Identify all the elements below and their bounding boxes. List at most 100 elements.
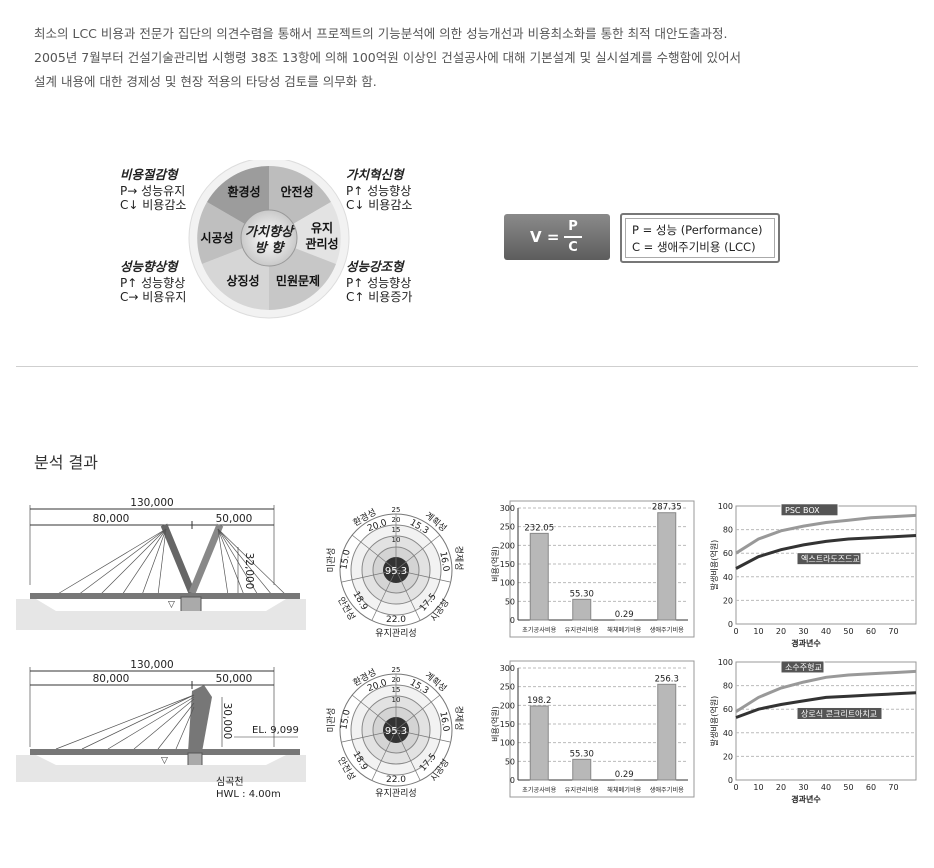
value-wheel: 가치향상 방 향 환경성 안전성 유지 관리성 민원문제 상징성 시공성 (188, 160, 350, 319)
series-label: PSC BOX (785, 506, 820, 515)
quadrant-title: 가치혁신형 (346, 167, 404, 182)
y-tick-label: 300 (500, 664, 515, 673)
series-line (735, 691, 917, 719)
series-label-box (780, 503, 839, 517)
dim-left: 80,000 (93, 513, 130, 525)
bar-value-label: 55.30 (570, 749, 594, 759)
quadrant-performance-improve: 성능향상형 P↑ 성능향상 C→ 비용유지 (120, 259, 187, 305)
y-tick-label: 50 (505, 757, 515, 766)
formula-numerator: P (568, 219, 578, 234)
bar-chart-2: 050100150200250300비용(억원)198.2초기공사비용55.30… (490, 660, 695, 798)
ground (16, 599, 306, 630)
x-tick-label: 10 (753, 783, 763, 792)
wheel-segment (197, 202, 269, 264)
quadrant-title: 성능강조형 (346, 259, 404, 274)
quadrant-title: 성능향상형 (120, 259, 178, 274)
radar-ring-label: 25 (392, 666, 401, 674)
y-tick-label: 150 (500, 560, 515, 569)
water-level-icon: ▽ (168, 600, 175, 610)
ring-label: 시공성 (200, 231, 233, 245)
bar-value-label: 287.35 (652, 503, 682, 513)
radar-axis-label: 경제성 (453, 546, 465, 571)
x-tick-label: 생애주기비용 (650, 786, 684, 794)
pylon-right (188, 523, 224, 595)
bar-value-label: 232.05 (524, 523, 554, 533)
radar-value-label: 16.0 (437, 711, 450, 733)
series-label-box (796, 552, 862, 566)
y-tick-label: 60 (723, 705, 733, 714)
y-tick-label: 300 (500, 504, 515, 513)
value-formula-box: V = P C (504, 214, 610, 260)
x-tick-label: 유지관리비용 (565, 626, 599, 634)
quadrant-performance-emphasis: 성능강조형 P↑ 성능향상 C↑ 비용증가 (346, 259, 413, 305)
radar-ring-label: 20 (392, 516, 401, 524)
x-tick-label: 20 (776, 783, 786, 792)
radar-center-value: 95.3 (385, 566, 407, 577)
y-tick-label: 50 (505, 597, 515, 606)
radar-chart-1: 95.3 25 20 15 10 환경성 계획성 경제성 시공성 유지관리성 안… (326, 506, 465, 639)
y-tick-label: 0 (728, 620, 733, 629)
bridge-drawing-1: 130,000 80,000 50,000 32,000 ▽ (16, 497, 306, 630)
formula-denominator: C (568, 240, 578, 255)
dim-right: 50,000 (216, 513, 253, 525)
center-label-1: 가치향상 (245, 224, 295, 240)
intro-line-2: 2005년 7월부터 건설기술관리법 시행령 38조 13항에 의해 100억원… (34, 50, 742, 65)
quadrant-line: P→ 성능유지 (120, 184, 186, 198)
dim-total: 130,000 (130, 497, 173, 509)
section-title: 분석 결과 (34, 453, 98, 472)
dim-height: 30,000 (221, 703, 233, 740)
quadrant-cost-reduction: 비용절감형 P→ 성능유지 C↓ 비용감소 (120, 167, 187, 213)
quadrant-title: 비용절감형 (120, 167, 178, 182)
y-tick-label: 100 (500, 579, 515, 588)
bar (572, 758, 592, 781)
quadrant-line: C↓ 비용감소 (120, 198, 187, 212)
y-tick-label: 20 (723, 752, 733, 761)
radar-spokes (341, 674, 451, 781)
ring-label: 상징성 (226, 273, 259, 288)
y-axis-label: 비용(억원) (490, 546, 500, 582)
bar-value-label: 0.29 (615, 610, 634, 620)
radar-axis-label: 미관성 (326, 548, 337, 573)
bar (657, 683, 677, 781)
x-tick-label: 70 (888, 627, 898, 636)
bar-value-label: 55.30 (570, 589, 594, 599)
hwl-label: HWL : 4.00m (216, 789, 281, 800)
plot-frame (735, 661, 917, 781)
water-level-icon: ▽ (161, 756, 168, 766)
radar-ring-label: 10 (392, 696, 401, 704)
radar-ring-label: 15 (392, 526, 401, 534)
radar-axis-label: 미관성 (326, 708, 337, 733)
dim-total: 130,000 (130, 659, 173, 671)
x-tick-label: 50 (843, 627, 853, 636)
pylon-left (160, 523, 196, 595)
radar-chart-2: 95.3 25 20 15 10 환경성 계획성 경제성 시공성 유지관리성 안… (326, 666, 465, 799)
value-concept-diagram: 가치향상 방 향 환경성 안전성 유지 관리성 민원문제 상징성 시공성 비용절… (110, 160, 440, 330)
bridge-deck (30, 749, 300, 755)
wheel-segment (269, 202, 341, 264)
intro-text: 최소의 LCC 비용과 전문가 집단의 의견수렴을 통해서 프로젝트의 기능분석… (34, 22, 914, 94)
y-tick-label: 200 (500, 701, 515, 710)
bar-value-label: 256.3 (655, 674, 679, 684)
y-tick-label: 100 (500, 739, 515, 748)
ground (16, 755, 306, 782)
quadrant-line: C↑ 비용증가 (346, 290, 413, 304)
x-tick-label: 10 (753, 627, 763, 636)
ring-label: 안전성 (280, 184, 313, 199)
quadrant-line: C→ 비용유지 (120, 290, 187, 304)
y-tick-label: 100 (718, 658, 733, 667)
x-tick-label: 40 (821, 627, 831, 636)
radar-value-label: 22.0 (386, 775, 406, 785)
x-tick-label: 0 (733, 783, 738, 792)
quadrant-value-innovation: 가치혁신형 P↑ 성능향상 C↓ 비용감소 (346, 167, 412, 213)
fraction-bar (564, 236, 582, 238)
x-tick-label: 초기공사비용 (522, 786, 556, 794)
wheel-center (240, 209, 298, 267)
dim-right: 50,000 (216, 673, 253, 685)
bar (529, 532, 549, 621)
x-tick-label: 생애주기비용 (650, 626, 684, 634)
quadrant-line: P↑ 성능향상 (346, 184, 412, 198)
y-tick-label: 200 (500, 541, 515, 550)
radar-axis-label: 유지관리성 (375, 788, 416, 799)
dim-height: 32,000 (243, 553, 255, 590)
